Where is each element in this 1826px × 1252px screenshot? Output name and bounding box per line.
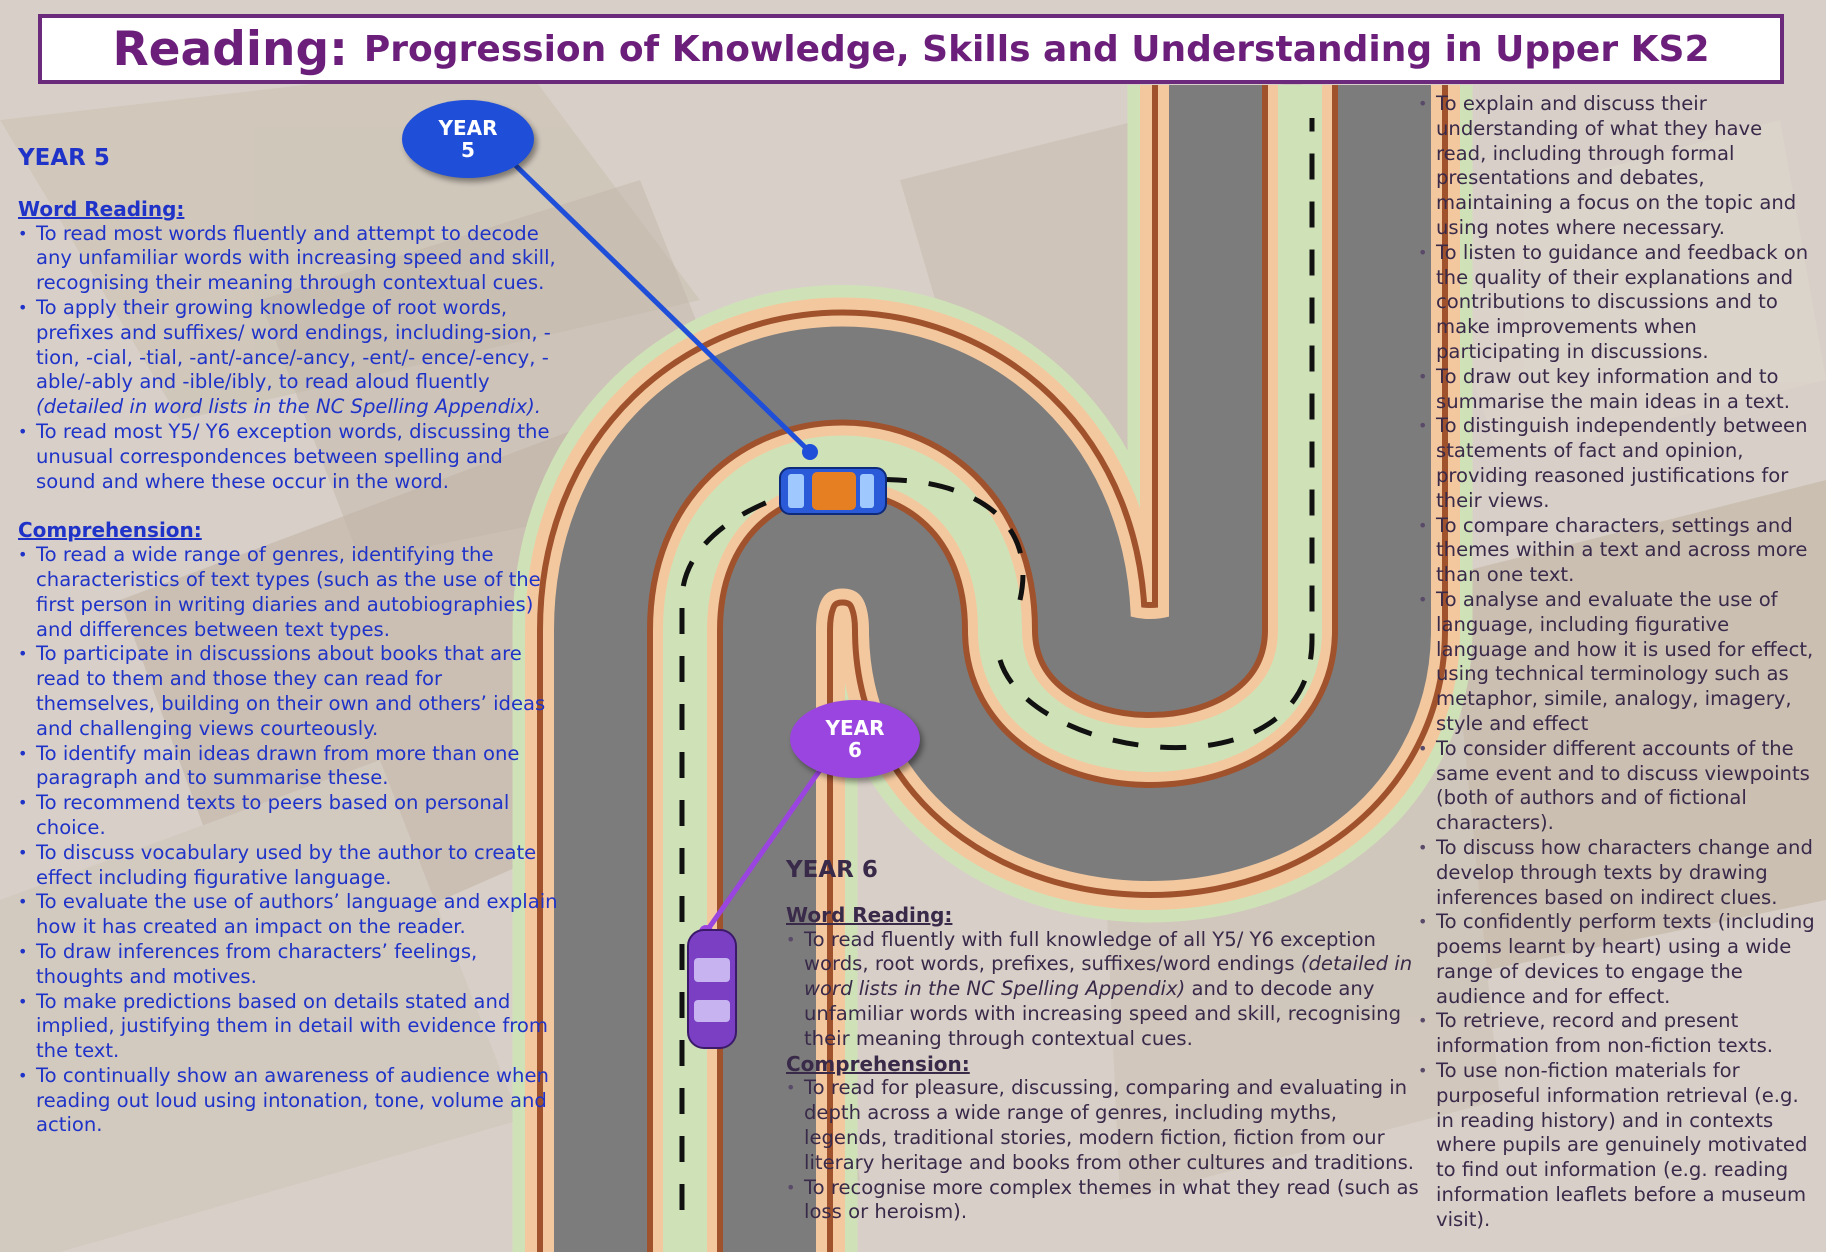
list-item: To read a wide range of genres, identify… <box>18 543 558 642</box>
list-item-text: To apply their growing knowledge of root… <box>36 295 551 394</box>
page-title-banner: Reading: Progression of Knowledge, Skill… <box>38 14 1784 84</box>
year6-word-reading-heading: Word Reading: <box>786 902 953 927</box>
year6-marker-number: 6 <box>848 738 862 762</box>
year6-comprehension-heading: Comprehension: <box>786 1051 970 1076</box>
year6-marker: YEAR 6 <box>790 700 920 778</box>
winding-road <box>512 85 1473 1252</box>
list-item: To discuss vocabulary used by the author… <box>18 841 558 891</box>
list-item: To discuss how characters change and dev… <box>1418 836 1818 910</box>
spelling-appendix-note: (detailed in word lists in the NC Spelli… <box>36 395 541 419</box>
year5-marker-number: 5 <box>461 138 475 162</box>
year6-pointer-line <box>703 768 823 934</box>
year5-pointer-dot <box>802 444 818 460</box>
page-subtitle: Progression of Knowledge, Skills and Und… <box>363 28 1710 70</box>
list-item: To read for pleasure, discussing, compar… <box>786 1076 1422 1175</box>
list-item: To draw inferences from characters’ feel… <box>18 940 558 990</box>
list-item: To read fluently with full knowledge of … <box>786 928 1422 1052</box>
list-item: To explain and discuss their understandi… <box>1418 92 1818 241</box>
blue-car-icon <box>779 467 887 515</box>
list-item: To identify main ideas drawn from more t… <box>18 742 558 792</box>
list-item-text: and to decode any unfamiliar words with … <box>804 977 1402 1050</box>
road-center-dashes-inner <box>997 118 1315 750</box>
list-item: To make predictions based on details sta… <box>18 990 558 1064</box>
year5-marker: YEAR 5 <box>402 100 534 178</box>
list-item: To listen to guidance and feedback on th… <box>1418 241 1818 365</box>
year6-section: YEAR 6 Word Reading: To read fluently wi… <box>786 858 1422 1225</box>
year6-word-reading-list: To read fluently with full knowledge of … <box>786 928 1422 1052</box>
list-item-text: To read fluently with full knowledge of … <box>804 927 1376 976</box>
list-item: To read most Y5/ Y6 exception words, dis… <box>18 420 558 494</box>
list-item: To distinguish independently between sta… <box>1418 414 1818 513</box>
page-title: Reading: <box>112 21 348 77</box>
year5-pointer-line <box>508 158 812 454</box>
list-item: To compare characters, settings and them… <box>1418 514 1818 588</box>
list-item: To confidently perform texts (including … <box>1418 910 1818 1009</box>
list-item: To read most words fluently and attempt … <box>18 222 558 296</box>
list-item: To draw out key information and to summa… <box>1418 365 1818 415</box>
list-item: To use non-fiction materials for purpose… <box>1418 1059 1818 1233</box>
year5-word-reading-heading: Word Reading: <box>18 196 185 221</box>
list-item: To continually show an awareness of audi… <box>18 1064 558 1138</box>
year6-marker-label: YEAR <box>825 716 885 740</box>
spelling-appendix-note: (detailed in word lists in the NC Spelli… <box>804 952 1413 1001</box>
year5-comprehension-list: To read a wide range of genres, identify… <box>18 543 558 1138</box>
list-item: To recognise more complex themes in what… <box>786 1176 1422 1226</box>
list-item: To retrieve, record and present informat… <box>1418 1009 1818 1059</box>
year6-comprehension-list: To read for pleasure, discussing, compar… <box>786 1076 1422 1225</box>
year6-continued-section: To explain and discuss their understandi… <box>1418 92 1818 1233</box>
year6-heading: YEAR 6 <box>786 857 878 883</box>
list-item: To apply their growing knowledge of root… <box>18 296 558 420</box>
year5-marker-label: YEAR <box>438 116 498 140</box>
year5-heading: YEAR 5 <box>18 145 110 171</box>
list-item: To consider different accounts of the sa… <box>1418 737 1818 836</box>
year5-section: YEAR 5 Word Reading: To read most words … <box>18 146 558 1138</box>
list-item: To evaluate the use of authors’ language… <box>18 890 558 940</box>
year5-comprehension-heading: Comprehension: <box>18 518 202 543</box>
list-item: To participate in discussions about book… <box>18 642 558 741</box>
purple-car-icon <box>687 929 737 1049</box>
year5-word-reading-list: To read most words fluently and attempt … <box>18 222 558 495</box>
year6-continued-list: To explain and discuss their understandi… <box>1418 92 1818 1233</box>
list-item: To analyse and evaluate the use of langu… <box>1418 588 1818 737</box>
list-item: To recommend texts to peers based on per… <box>18 791 558 841</box>
